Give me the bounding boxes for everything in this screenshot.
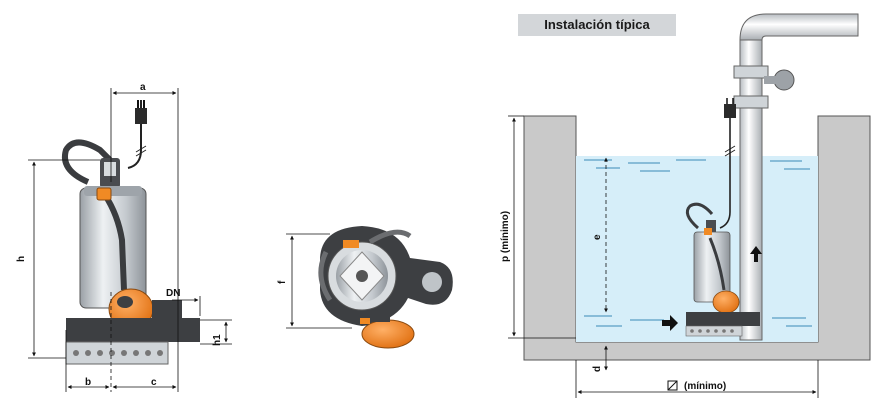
water-surface-lines bbox=[584, 159, 812, 327]
installation-title: Instalación típica bbox=[544, 17, 650, 32]
installation-scene bbox=[523, 13, 871, 361]
square-symbol-icon bbox=[667, 380, 678, 391]
flow-in-arrow-icon bbox=[662, 315, 678, 331]
dimensions-top bbox=[286, 233, 352, 329]
pump-top-view bbox=[318, 226, 453, 349]
dim-d-label: d bbox=[592, 366, 603, 372]
installation-title-box bbox=[518, 14, 676, 36]
dim-h1-label: h1 bbox=[212, 334, 223, 346]
pump-front-view bbox=[62, 100, 200, 365]
dim-f-label: f bbox=[277, 280, 288, 284]
plug-icon bbox=[135, 108, 147, 124]
dim-p-label: p (mínimo) bbox=[500, 211, 511, 262]
dimensions-installation bbox=[508, 115, 819, 398]
install-plug-icon bbox=[724, 104, 736, 118]
dim-min-width-label: (mínimo) bbox=[684, 381, 726, 392]
dim-h-label: h bbox=[16, 256, 27, 262]
dim-dn-label: DN bbox=[166, 288, 180, 299]
dim-c-label: c bbox=[151, 377, 157, 388]
dim-e-label: e bbox=[592, 234, 603, 240]
dimensions-front bbox=[28, 88, 232, 392]
dim-b-label: b bbox=[85, 377, 91, 388]
inlet-holes bbox=[73, 350, 163, 356]
flow-up-arrow-icon bbox=[750, 246, 762, 262]
dim-a-label: a bbox=[140, 82, 146, 93]
